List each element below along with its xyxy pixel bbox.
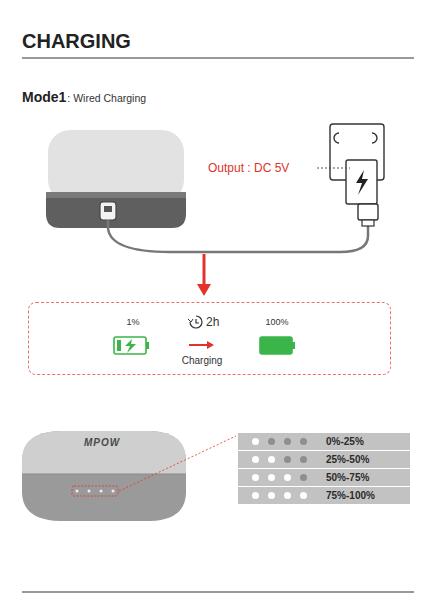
indicator-dot: [300, 438, 307, 445]
indicator-dot: [284, 474, 291, 481]
brand-logo: MPOW: [84, 437, 120, 448]
level-row: 0%-25%: [238, 433, 410, 450]
indicator-dot: [252, 474, 259, 481]
charging-caption: Charging: [182, 355, 223, 366]
indicator-dot: [268, 456, 275, 463]
indicator-dot: [252, 492, 259, 499]
level-range: 50%-75%: [326, 469, 369, 486]
level-range: 25%-50%: [326, 451, 369, 468]
mode-subtitle: : Wired Charging: [67, 92, 146, 104]
indicator-dot: [252, 438, 259, 445]
indicator-dot: [300, 492, 307, 499]
start-level: 1%: [126, 317, 139, 327]
full-level: 100%: [265, 317, 288, 327]
indicator-dot: [300, 474, 307, 481]
indicator-dot: [268, 492, 275, 499]
indicator-dot: [252, 456, 259, 463]
indicator-dot: [268, 474, 275, 481]
indicator-dot: [284, 456, 291, 463]
level-row: 25%-50%: [238, 451, 410, 468]
charging-panel: 1% 2hCharging 100%: [28, 302, 391, 375]
level-row: 50%-75%: [238, 469, 410, 486]
output-label: Output : DC 5V: [208, 161, 289, 175]
indicator-dot: [300, 456, 307, 463]
indicator-dot: [284, 492, 291, 499]
level-range: 75%-100%: [326, 487, 375, 504]
indicator-dot: [284, 438, 291, 445]
level-range: 0%-25%: [326, 433, 364, 450]
level-row: 75%-100%: [238, 487, 410, 504]
mode-heading: Mode1: [22, 89, 66, 105]
indicator-dot: [268, 438, 275, 445]
charge-time: 2h: [206, 315, 219, 329]
page-title: CHARGING: [22, 30, 131, 53]
